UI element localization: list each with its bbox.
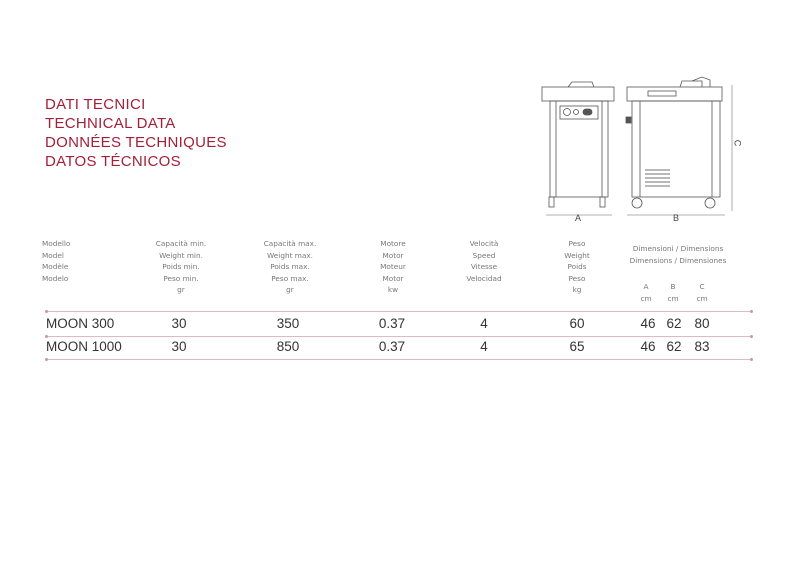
header-text: Speed xyxy=(472,250,496,260)
header-speed: Velocità Speed Vitesse Velocidad xyxy=(466,238,501,284)
header-text: Poids max. xyxy=(270,262,310,271)
cell-dim-c: 83 xyxy=(694,339,710,354)
cell-dim-a: 46 xyxy=(640,316,656,331)
header-text: Peso xyxy=(568,239,586,248)
cell-dim-a: 46 xyxy=(640,339,656,354)
dimension-label-a: A xyxy=(575,213,582,223)
cell-motor: 0.37 xyxy=(378,316,406,331)
cell-model: MOON 300 xyxy=(46,316,115,331)
cell-cap-min: 30 xyxy=(171,316,187,331)
header-text: Peso xyxy=(568,273,586,283)
header-text: A xyxy=(643,282,649,291)
header-text: Dimensioni / Dimensions xyxy=(632,244,724,253)
header-motor: Motore Motor Moteur Motor kw xyxy=(380,238,406,296)
header-unit: gr xyxy=(286,285,294,294)
header-text: Model xyxy=(42,250,64,260)
cell-dim-c: 80 xyxy=(694,316,710,331)
cell-cap-min: 30 xyxy=(171,339,187,354)
header-text: C xyxy=(699,282,705,291)
cell-motor: 0.37 xyxy=(378,339,406,354)
row-divider xyxy=(45,310,753,313)
header-capacity-max: Capacità max. Weight max. Poids max. Pes… xyxy=(264,238,317,296)
header-weight: Peso Weight Poids Peso kg xyxy=(564,238,589,296)
header-text: Modello xyxy=(42,239,71,248)
header-text: B xyxy=(670,282,676,291)
header-text: Dimensions / Dimensiones xyxy=(629,255,727,265)
header-text: Motor xyxy=(382,250,404,260)
header-dim-b: B cm xyxy=(667,281,678,304)
header-unit: kw xyxy=(387,285,399,294)
header-text: Poids xyxy=(567,262,587,271)
title-it: DATI TECNICI xyxy=(45,96,146,113)
side-view xyxy=(625,76,733,216)
header-model: Modello Model Modèle Modelo xyxy=(42,238,70,284)
header-text: Peso min. xyxy=(163,273,199,283)
header-unit: cm xyxy=(640,293,652,303)
cell-cap-max: 350 xyxy=(276,316,300,331)
title-en: TECHNICAL DATA xyxy=(45,115,176,132)
header-text: Capacità max. xyxy=(263,239,317,248)
cell-dim-b: 62 xyxy=(666,316,682,331)
header-text: Modèle xyxy=(42,262,69,271)
header-text: Weight min. xyxy=(159,250,203,260)
header-dimensions: Dimensioni / Dimensions Dimensions / Dim… xyxy=(630,243,727,266)
header-text: Capacità min. xyxy=(155,239,207,248)
machine-drawing xyxy=(541,76,733,216)
header-text: Motore xyxy=(380,239,406,248)
header-text: Weight max. xyxy=(267,250,313,260)
cell-dim-b: 62 xyxy=(666,339,682,354)
cell-weight: 60 xyxy=(569,316,585,331)
dimension-label-c: C xyxy=(732,139,743,147)
header-unit: cm xyxy=(696,293,708,303)
cell-cap-max: 850 xyxy=(276,339,300,354)
header-text: Modelo xyxy=(42,273,69,283)
header-text: Velocidad xyxy=(466,273,502,283)
cell-speed: 4 xyxy=(480,316,488,331)
header-text: Poids min. xyxy=(162,262,200,271)
header-dim-a: A cm xyxy=(640,281,651,304)
header-dim-c: C cm xyxy=(696,281,707,304)
cell-model: MOON 1000 xyxy=(46,339,122,354)
cell-weight: 65 xyxy=(569,339,585,354)
header-text: Peso max. xyxy=(271,273,309,283)
header-text: Weight xyxy=(564,250,590,260)
header-unit: cm xyxy=(667,293,679,303)
front-view xyxy=(541,81,615,216)
header-unit: gr xyxy=(177,285,185,294)
header-capacity-min: Capacità min. Weight min. Poids min. Pes… xyxy=(156,238,206,296)
title-fr: DONNÉES TECHNIQUES xyxy=(45,134,227,151)
header-text: Moteur xyxy=(380,262,406,271)
row-divider xyxy=(45,335,753,338)
cell-speed: 4 xyxy=(480,339,488,354)
header-unit: kg xyxy=(572,285,582,294)
dimension-label-b: B xyxy=(673,213,680,223)
header-text: Motor xyxy=(382,273,404,283)
header-text: Vitesse xyxy=(470,262,498,271)
header-text: Velocità xyxy=(469,239,499,248)
row-divider xyxy=(45,358,753,361)
title-es: DATOS TÉCNICOS xyxy=(45,153,181,170)
